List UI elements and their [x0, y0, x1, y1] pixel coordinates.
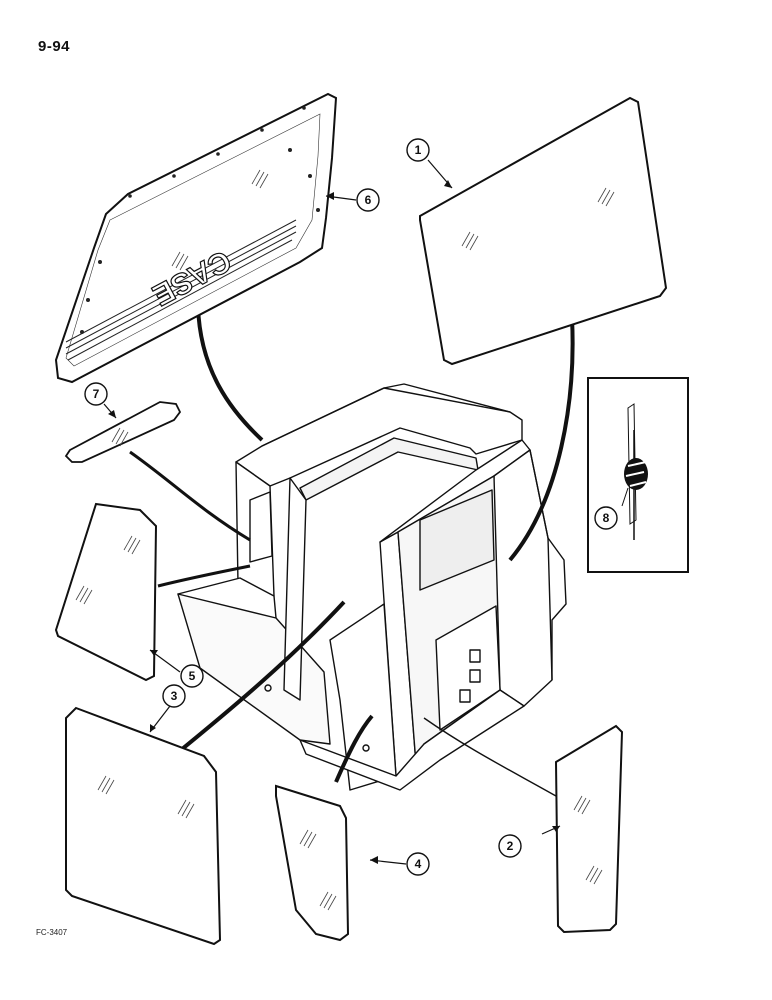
front-glass-panel-1 [419, 96, 668, 366]
callout-5-label: 5 [189, 669, 196, 683]
callout-6: 6 [356, 188, 380, 212]
callout-8-label: 8 [603, 511, 610, 525]
callout-4-label: 4 [415, 857, 422, 871]
callout-3-label: 3 [171, 689, 178, 703]
left-side-glass-5 [54, 502, 158, 682]
callout-1: 1 [406, 138, 430, 162]
right-side-glass-2 [554, 724, 624, 934]
cab-frame [177, 383, 567, 791]
seal-detail-inset [587, 377, 689, 573]
callout-2: 2 [498, 834, 522, 858]
callout-1-label: 1 [415, 143, 422, 157]
callout-4: 4 [406, 852, 430, 876]
page-number: 9-94 [38, 38, 71, 55]
callout-8: 8 [594, 506, 618, 530]
figure-code: FC-3407 [36, 928, 68, 937]
rear-glass-panel-6: CASE [54, 92, 338, 384]
callout-5: 5 [180, 664, 204, 688]
callout-7: 7 [84, 382, 108, 406]
door-glass-panel-3 [65, 706, 222, 946]
callout-6-label: 6 [365, 193, 372, 207]
corner-glass-panel-4 [275, 784, 350, 942]
callout-3: 3 [162, 684, 186, 708]
leader-lines [129, 305, 575, 797]
callout-7-label: 7 [93, 387, 100, 401]
roof-glass-strip-7 [64, 401, 182, 463]
arrowheads [108, 180, 560, 864]
callout-2-label: 2 [507, 839, 514, 853]
